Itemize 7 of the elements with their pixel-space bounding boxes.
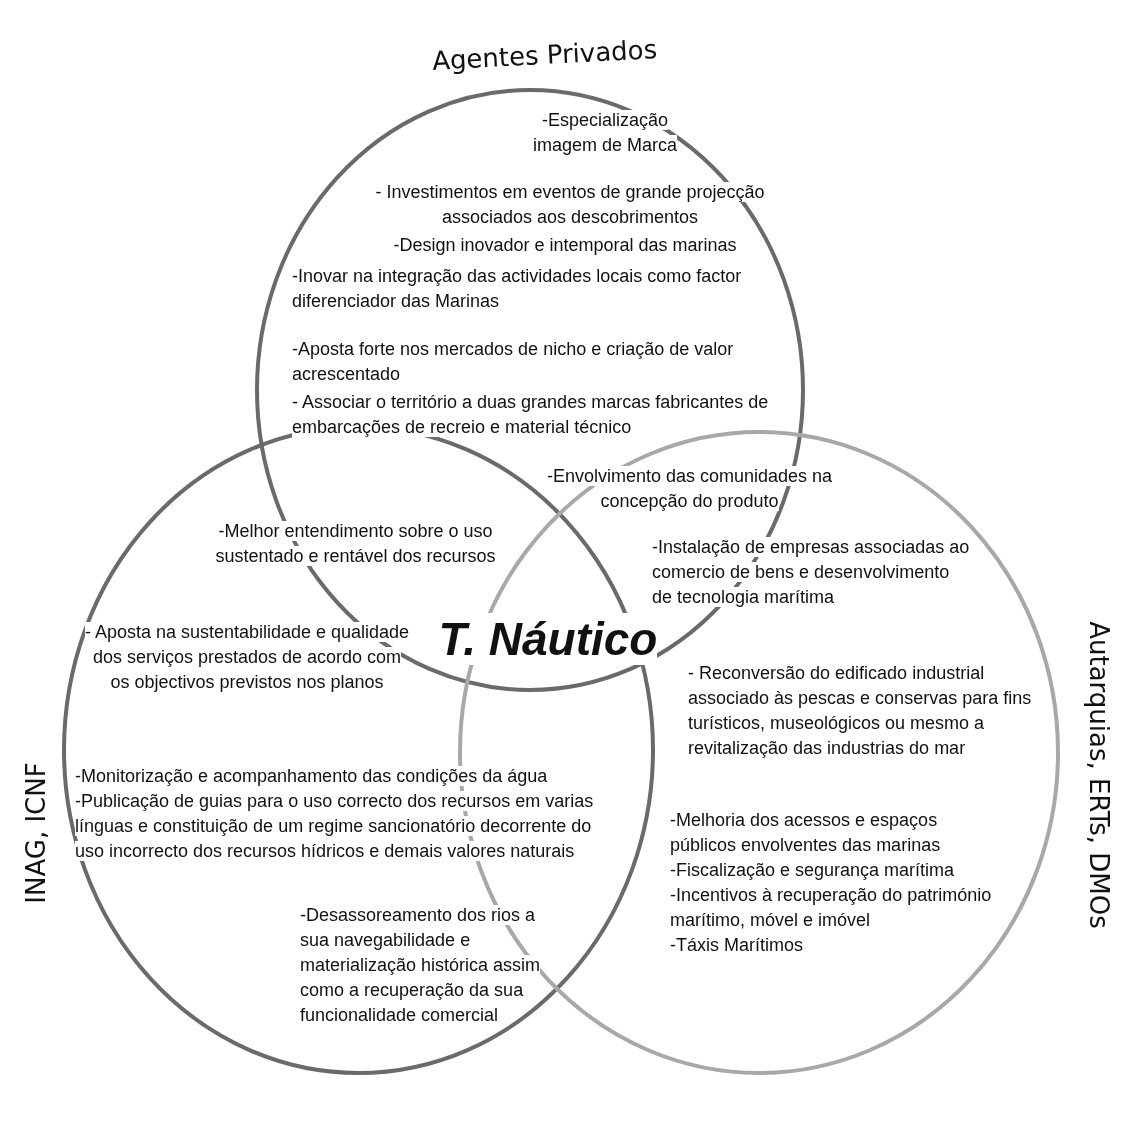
overlap-text: -Melhor entendimento sobre o uso sustentado e rentável dos recursos <box>214 520 497 568</box>
bullet-text: -Monitorização e acompanhamento das condições da água <box>75 765 549 788</box>
overlap-text: -Envolvimento das comunidades na concepção do produto <box>545 465 834 513</box>
bullet-text: - Aposta na sustentabilidade e qualidade dos serviços prestados de acordo com os objectivos previstos nos planos <box>83 621 411 694</box>
bullet-text: -Publicação de guias para o uso correcto dos recursos em varias línguas e constituição de um regime sancionatório decorrente do uso incorrecto dos recursos hídricos e demais valores naturais <box>75 790 595 863</box>
overlap-text: -Instalação de empresas associadas ao comercio de bens e desenvolvimento de tecnologia marítima <box>652 536 971 609</box>
bullet-text: -Especialização imagem de Marca <box>531 109 679 157</box>
